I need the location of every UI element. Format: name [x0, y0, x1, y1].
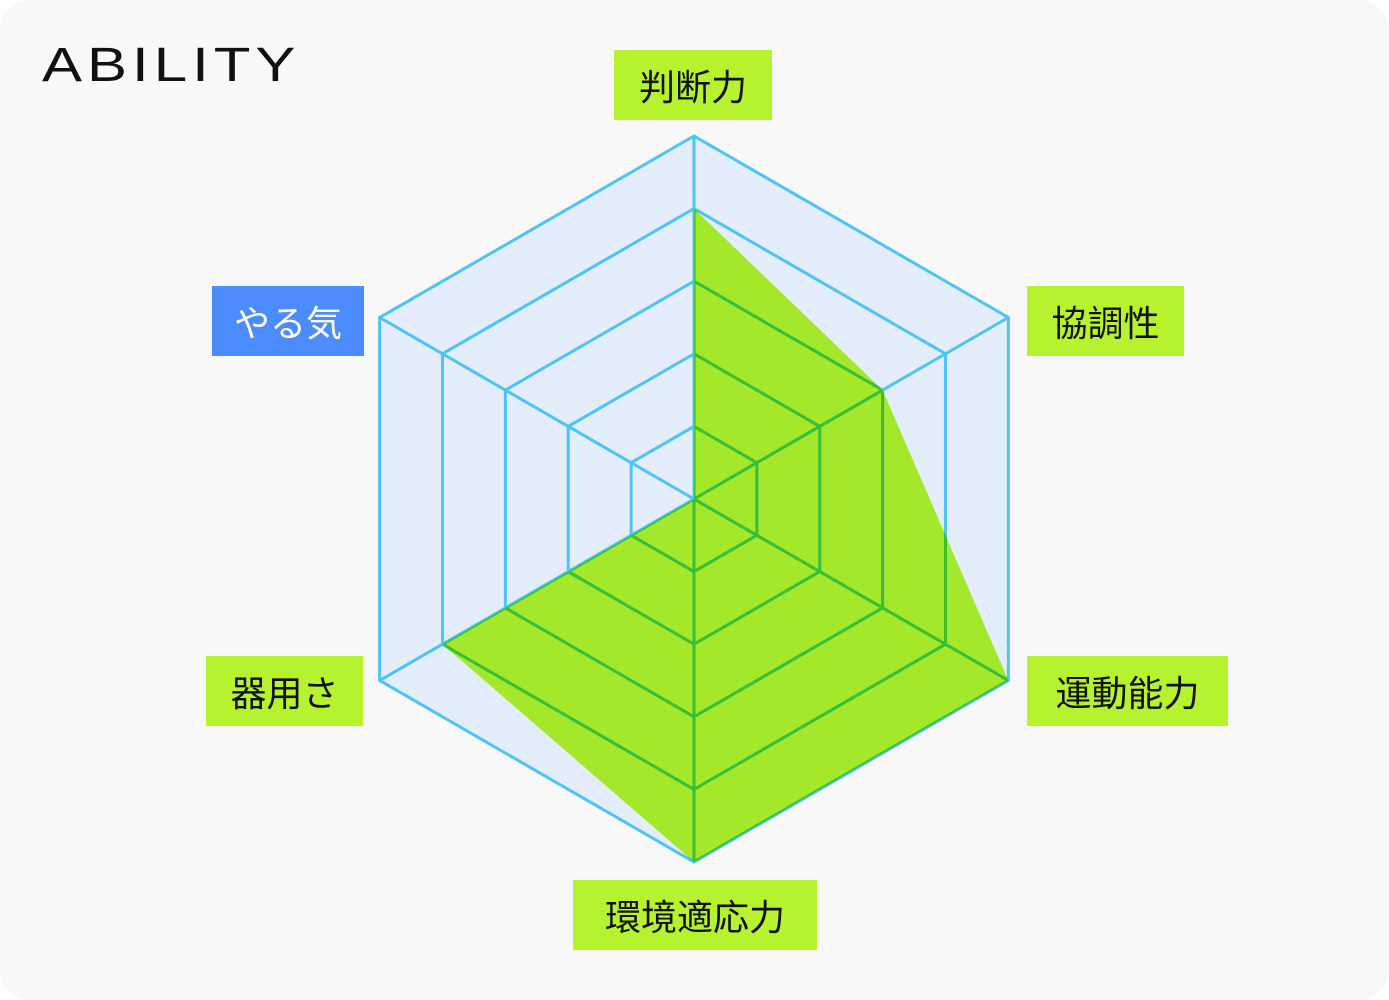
axis-label-4: 器用さ: [206, 656, 363, 726]
axis-label-3: 環境適応力: [573, 880, 817, 950]
axis-label-2: 運動能力: [1027, 656, 1228, 726]
data-area: [442, 208, 1009, 863]
axis-spoke-5: [378, 316, 695, 501]
axis-label-5: やる気: [212, 286, 364, 356]
axis-label-0: 判断力: [614, 50, 772, 120]
axis-label-1: 協調性: [1027, 286, 1184, 356]
chart-title: ABILITY: [42, 39, 301, 92]
